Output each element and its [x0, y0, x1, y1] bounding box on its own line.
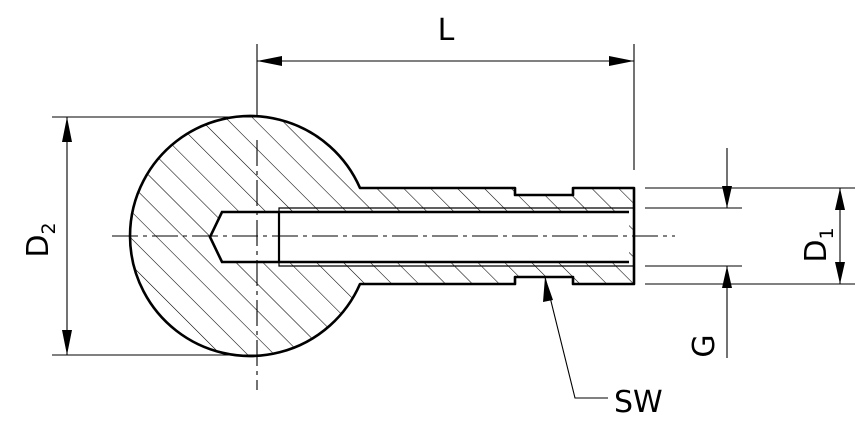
svg-text:D2: D2 — [21, 222, 60, 257]
label-d2: D2 — [21, 222, 60, 257]
dimension-d1 — [645, 187, 855, 285]
label-l: L — [438, 13, 455, 48]
leader-sw — [543, 276, 608, 399]
part-outline — [128, 114, 636, 358]
bore-outline — [208, 210, 629, 264]
dimension-l — [256, 44, 635, 170]
label-g: G — [687, 334, 722, 357]
label-d1: D1 — [799, 227, 838, 262]
svg-text:G: G — [687, 334, 722, 357]
part-section-hatching — [130, 115, 634, 356]
svg-text:D1: D1 — [799, 227, 838, 262]
dimension-d2 — [52, 116, 257, 356]
dimension-g — [645, 148, 742, 358]
label-sw: SW — [614, 385, 663, 420]
